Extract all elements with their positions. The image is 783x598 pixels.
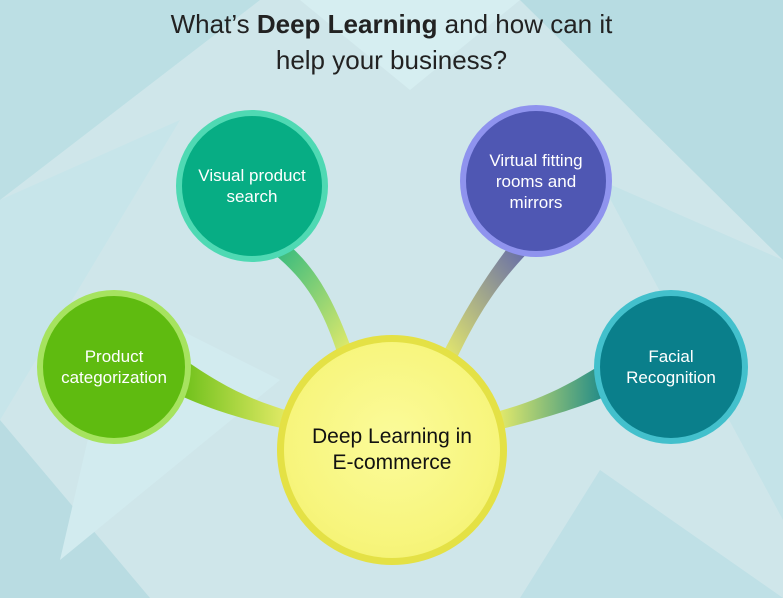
title-emphasis: Deep Learning [256, 9, 438, 39]
node-facial-recognition: Facial Recognition [594, 290, 748, 444]
node-label: Product categorization [61, 347, 167, 387]
node-product-categorization: Product categorization [37, 290, 191, 444]
title-line-1: What’s Deep Learning and how can it [0, 6, 783, 42]
title-prefix: What’s [170, 9, 257, 39]
title-line-2: help your business? [275, 45, 508, 75]
connector-product-categorization [168, 355, 292, 430]
connector-virtual-fitting [442, 232, 540, 360]
page-title: What’s Deep Learning and how can it help… [0, 6, 783, 78]
node-label: Visual product search [198, 166, 306, 206]
node-label: Virtual fitting rooms and mirrors [489, 150, 583, 212]
center-node: Deep Learning in E-commerce [277, 335, 507, 565]
node-visual-product-search: Visual product search [176, 110, 328, 262]
connector-facial-recognition [496, 360, 616, 430]
center-label: Deep Learning in E-commerce [312, 425, 472, 474]
connectors [168, 230, 616, 430]
node-label: Facial Recognition [626, 347, 716, 387]
node-virtual-fitting-rooms: Virtual fitting rooms and mirrors [460, 105, 612, 257]
title-suffix: and how can it [437, 9, 613, 39]
connector-visual-search [252, 230, 352, 355]
